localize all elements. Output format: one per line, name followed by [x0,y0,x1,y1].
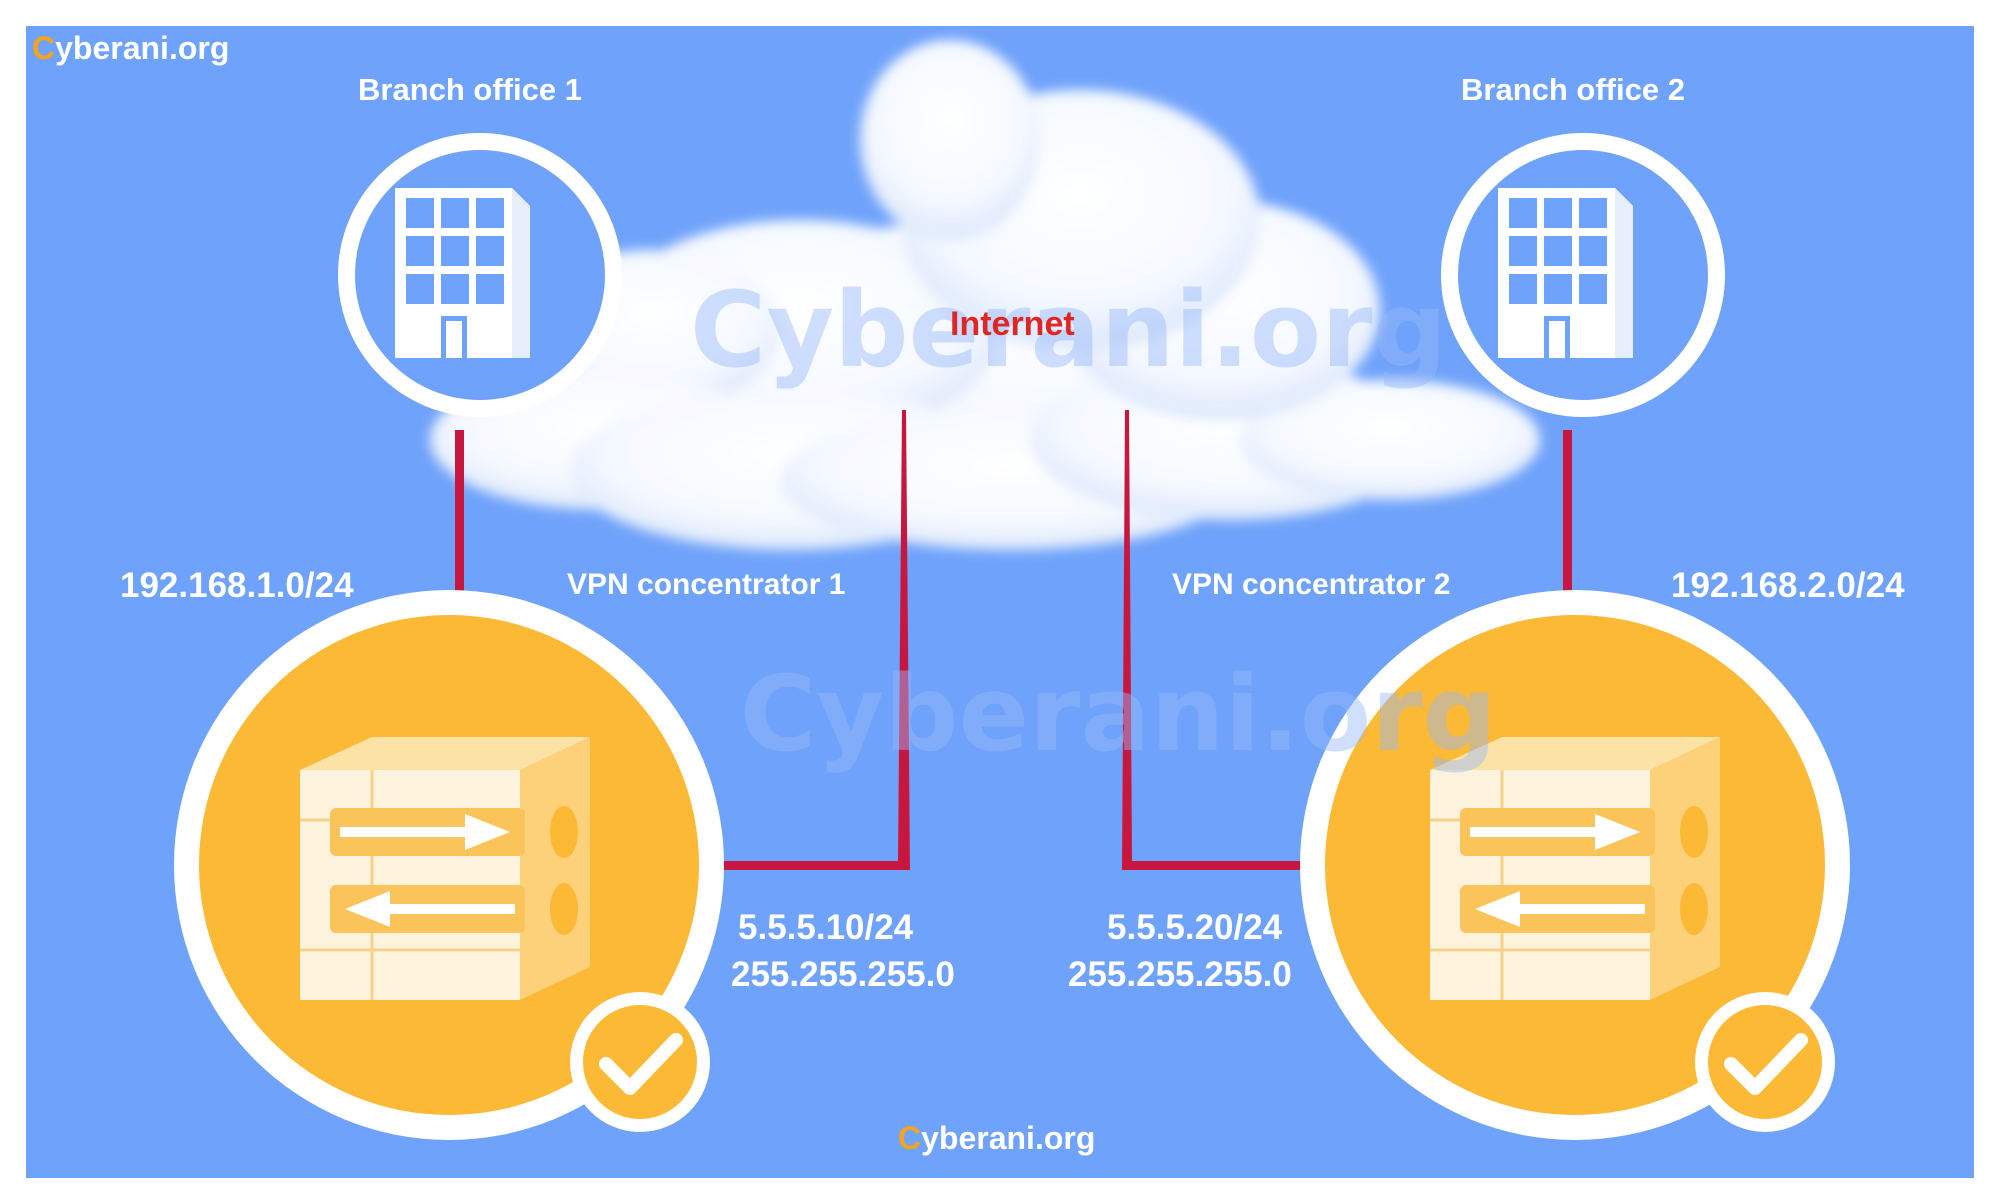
logo-letter: C [32,30,56,66]
branch-office-1-title: Branch office 1 [358,72,582,107]
branch-office-2-title: Branch office 2 [1461,72,1685,107]
network-links [455,410,1572,870]
building-icon [395,188,530,358]
arrow-left-icon [1475,891,1645,927]
branch1-lan-link [455,430,464,600]
branch-office-1-node [338,133,622,417]
branch2-lan-link [1563,430,1572,600]
vpn-concentrator-2-label: VPN concentrator 2 [1172,568,1451,601]
watermark-top: Cyberani.org [690,269,1447,391]
concentrator-device-icon [1430,737,1720,1000]
watermark-center: Cyberani.org [740,653,1497,775]
logo-text: yberani.org [55,30,230,66]
vpn-concentrator-1-mask: 255.255.255.0 [731,955,955,994]
vpn-concentrator-2-ip: 5.5.5.20/24 [1107,908,1283,947]
logo-bottom-center: Cyberani.org [898,1122,1095,1154]
vpn-concentrator-2-mask: 255.255.255.0 [1068,955,1292,994]
arrow-left-icon [345,891,515,927]
branch-office-2-node [1441,133,1725,417]
concentrator-device-icon [300,737,590,1000]
checkmark-badge-icon [1695,992,1835,1132]
logo-letter: C [898,1120,922,1156]
arrow-right-icon [340,814,510,850]
vpn-concentrator-1-label: VPN concentrator 1 [567,568,846,601]
vpn-concentrator-1-node [174,590,724,1140]
internet-cloud [430,40,1540,550]
logo-top-left: Cyberani.org [32,32,229,64]
branch-office-1-subnet: 192.168.1.0/24 [120,566,354,605]
vpn-concentrator-1-ip: 5.5.5.10/24 [738,908,914,947]
internet-label: Internet [950,305,1075,343]
branch-office-2-subnet: 192.168.2.0/24 [1671,566,1905,605]
building-icon [1498,188,1633,358]
vpn-concentrator-2-node [1300,590,1850,1140]
arrow-right-icon [1470,814,1640,850]
checkmark-badge-icon [570,992,710,1132]
logo-text: yberani.org [921,1120,1096,1156]
